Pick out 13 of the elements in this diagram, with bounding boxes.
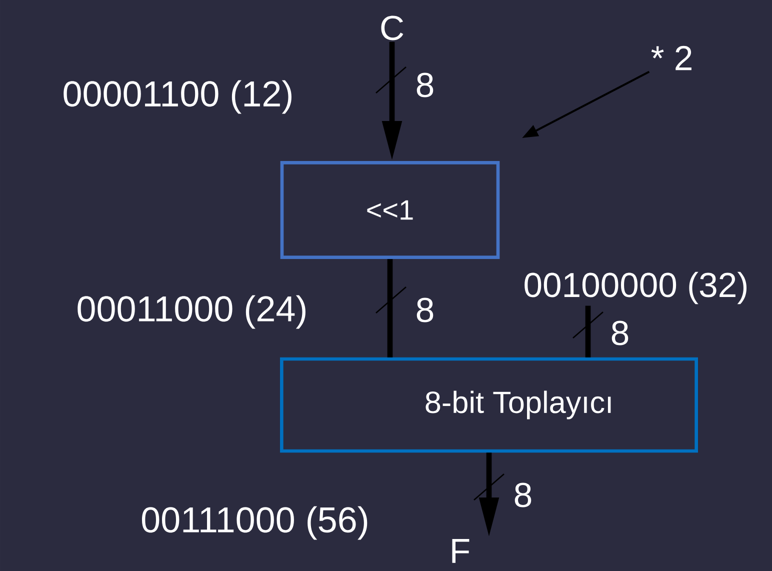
signal-label: * 2 (651, 46, 692, 70)
value-label: 00111000 (56) (142, 506, 368, 540)
edge-label: 8 (514, 482, 532, 508)
edge-label: 8 (416, 298, 434, 322)
process-box: <<1 (280, 161, 500, 259)
value-label: 00001100 (12) (64, 80, 292, 114)
signal-label: F (452, 539, 470, 563)
signal-label: 00100000 (32) (524, 272, 747, 304)
signal-label: C (381, 16, 404, 40)
edge-label: 8 (612, 320, 628, 346)
process-box: 8-bit Toplayıcı (280, 357, 698, 453)
value-label: 00011000 (24) (78, 295, 306, 329)
edge-label: 8 (416, 72, 434, 98)
